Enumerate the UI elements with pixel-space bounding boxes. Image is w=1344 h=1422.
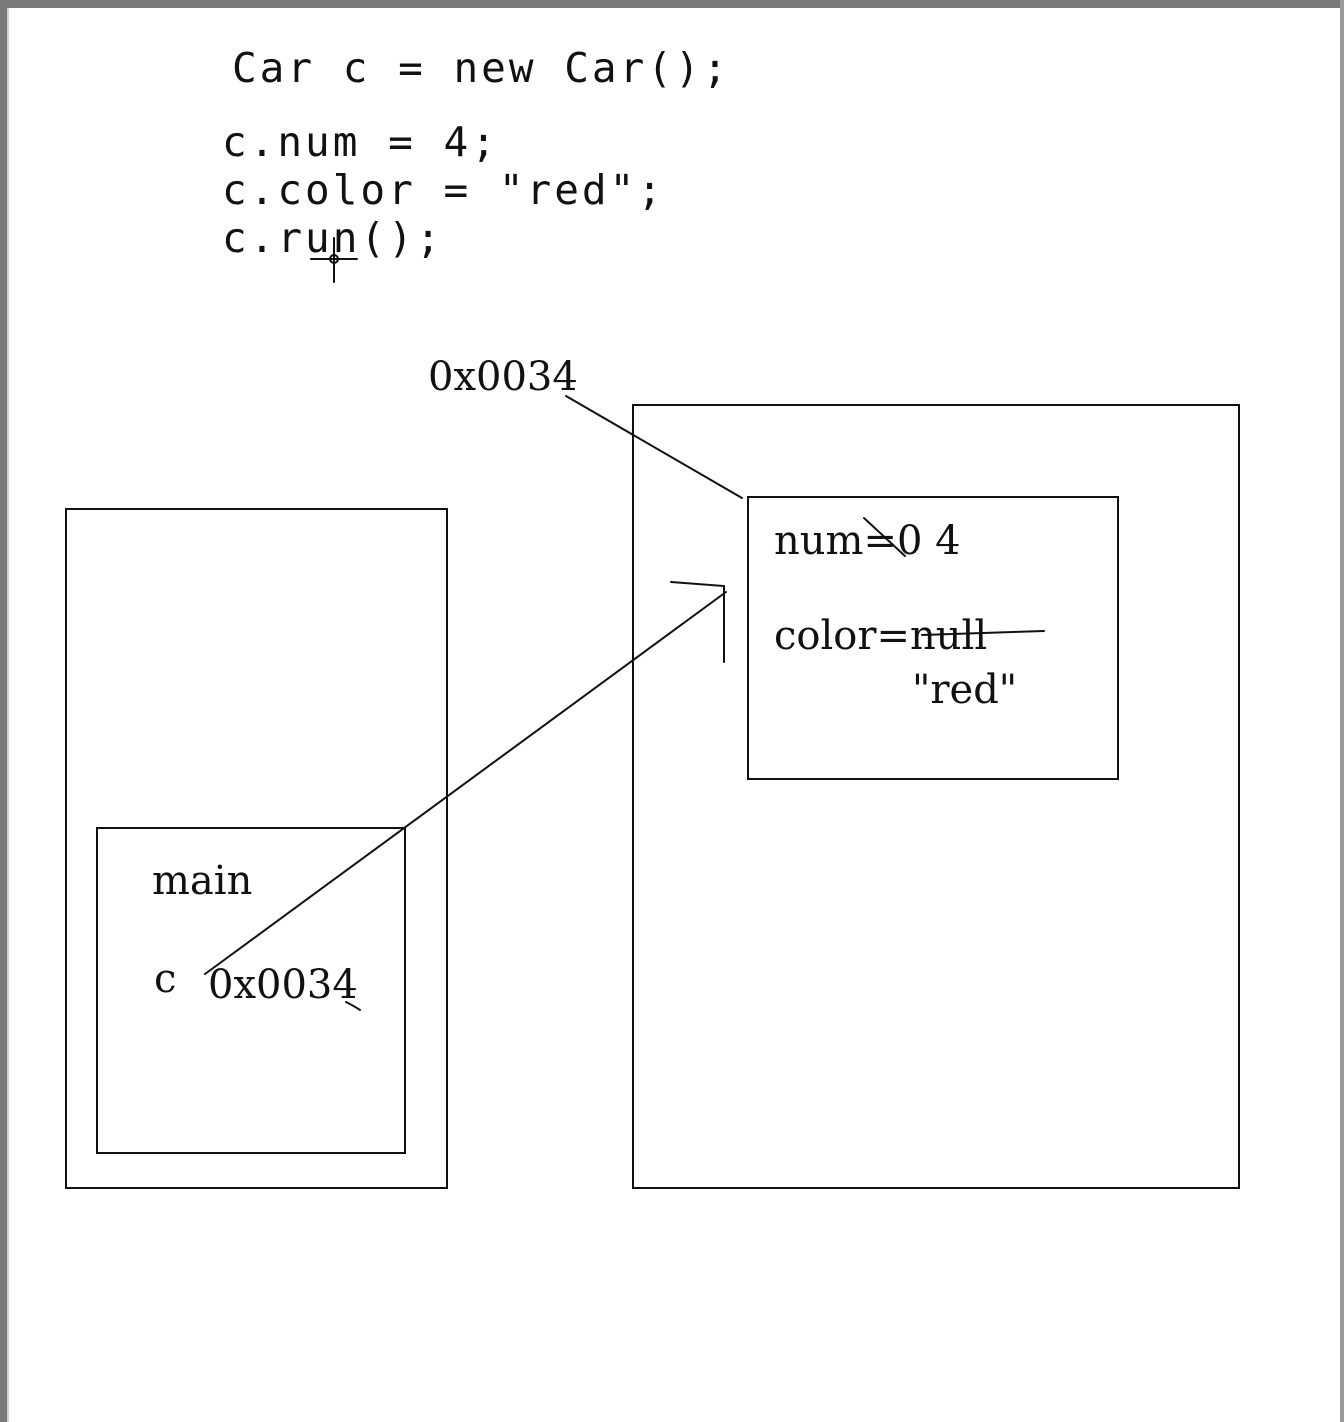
main-stack-frame (96, 827, 406, 1154)
code-line-set-num: c.num = 4; (222, 118, 499, 166)
variable-c-value: 0x0034 (208, 962, 358, 1008)
reference-arrow-line (204, 591, 727, 975)
window-left-border (0, 0, 7, 1422)
window-left-inner-border (7, 8, 9, 1422)
code-line-run: c.run(); (222, 214, 444, 262)
num-field: num=0 4 (774, 518, 961, 564)
window-right-border (1340, 0, 1344, 1422)
address-leader-line (565, 395, 743, 499)
value-squiggle-mark (345, 1001, 361, 1011)
reference-arrow-head (670, 581, 725, 663)
num-strike-mark (863, 517, 906, 557)
code-line-set-color: c.color = "red"; (222, 166, 665, 214)
null-strike-mark (921, 630, 1045, 636)
car-object (747, 496, 1119, 780)
variable-c-name: c (154, 956, 177, 1002)
code-line-new-car: Car c = new Car(); (232, 44, 731, 92)
color-new-value: "red" (912, 667, 1018, 713)
window-top-border (0, 0, 1344, 8)
cursor-crosshair-center (329, 254, 339, 264)
heap-area (632, 404, 1240, 1189)
stack-area (65, 508, 448, 1189)
color-field: color=null (774, 613, 988, 659)
object-address-label: 0x0034 (428, 354, 578, 400)
main-frame-label: main (152, 858, 253, 904)
